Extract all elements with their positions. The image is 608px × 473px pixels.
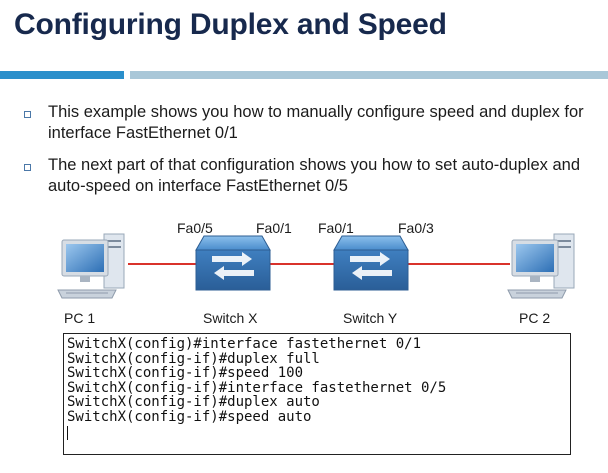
bullet-square-icon — [24, 164, 31, 171]
cli-line: SwitchX(config-if)#speed auto — [67, 408, 312, 425]
title-underline — [130, 71, 608, 79]
slide-title: Configuring Duplex and Speed — [14, 8, 447, 41]
cli-terminal[interactable]: SwitchX(config)#interface fastethernet 0… — [63, 333, 571, 455]
port-label-switchx-fa01: Fa0/1 — [256, 220, 292, 236]
port-label-switchx-fa05: Fa0/5 — [177, 220, 213, 236]
device-label-switch-y: Switch Y — [343, 310, 398, 326]
port-label-switchy-fa01: Fa0/1 — [318, 220, 354, 236]
network-diagram — [57, 233, 575, 299]
device-label-pc2: PC 2 — [519, 310, 551, 326]
port-label-switchy-fa03: Fa0/3 — [398, 220, 434, 236]
bullet-text-2: The next part of that configuration show… — [48, 156, 580, 195]
device-label-switch-x: Switch X — [203, 310, 258, 326]
pc1-icon — [57, 233, 125, 299]
switch-y-icon — [333, 235, 409, 291]
device-label-pc1: PC 1 — [64, 310, 96, 326]
cli-line: SwitchX(config-if)#speed 100 — [67, 365, 304, 382]
cli-line: SwitchX(config-if)#duplex auto — [67, 394, 320, 411]
title-underline-accent — [0, 71, 124, 79]
bullet-square-icon — [24, 111, 31, 118]
cli-line: SwitchX(config)#interface fastethernet 0… — [67, 336, 422, 352]
bullet-text-1: This example shows you how to manually c… — [48, 103, 584, 142]
cli-line: SwitchX(config-if)#duplex full — [67, 350, 320, 367]
cli-line: SwitchX(config-if)#interface fastetherne… — [67, 379, 447, 396]
switch-x-icon — [195, 235, 271, 291]
text-cursor — [67, 425, 68, 440]
pc2-icon — [507, 233, 575, 299]
